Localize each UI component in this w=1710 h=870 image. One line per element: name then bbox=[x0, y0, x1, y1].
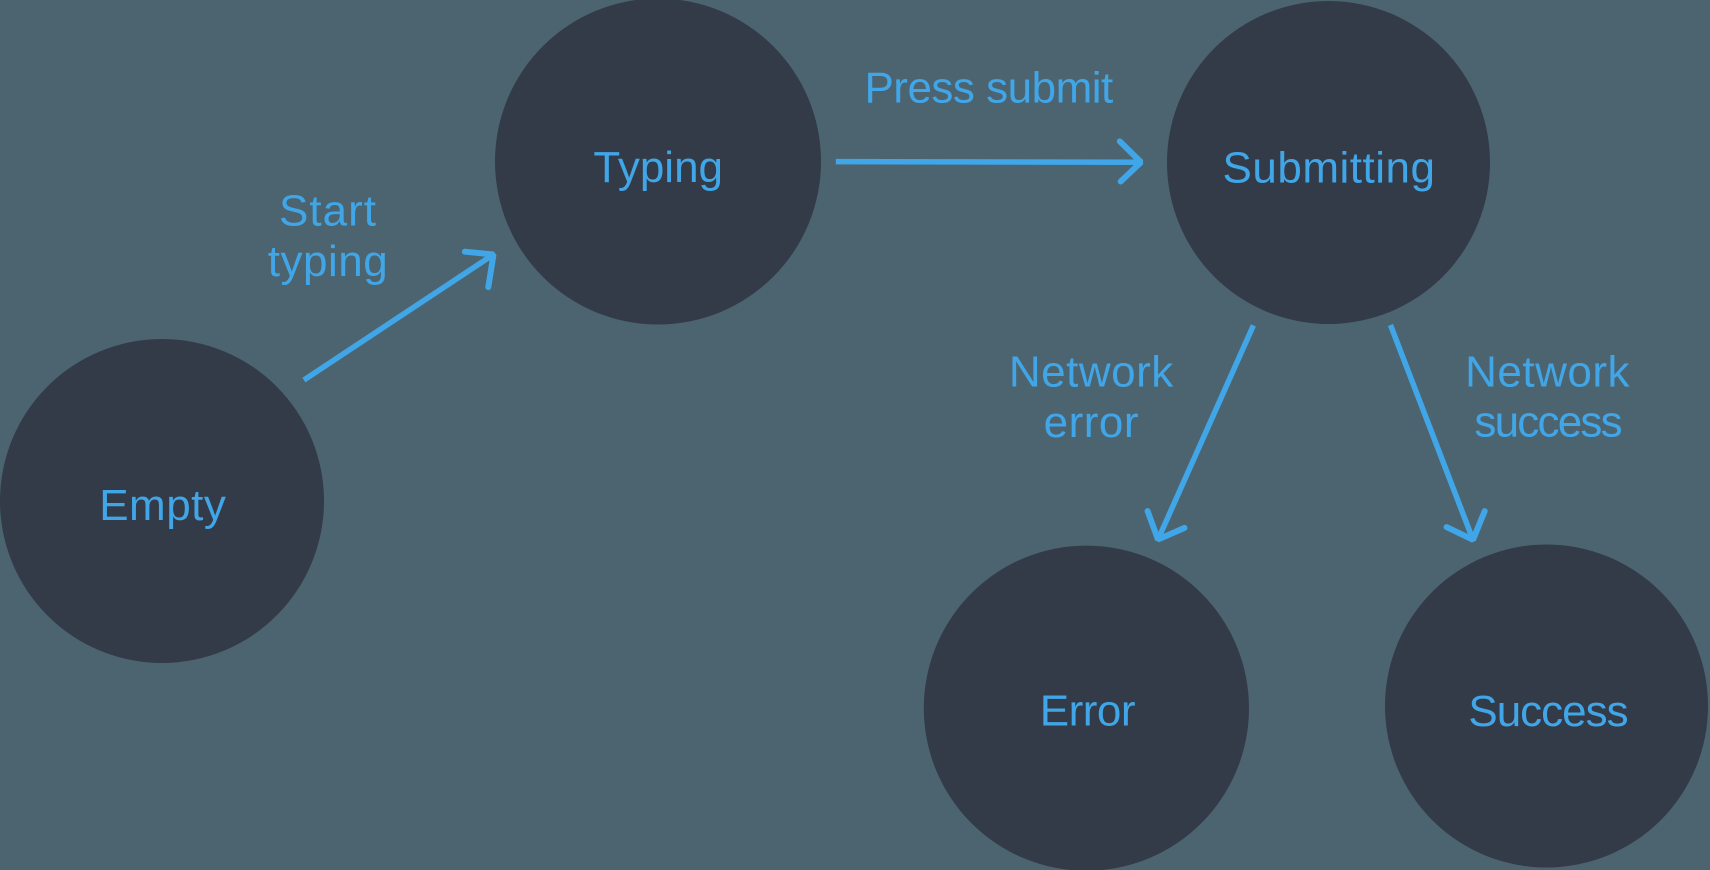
svg-text:Press submit: Press submit bbox=[864, 64, 1113, 113]
svg-text:Typing: Typing bbox=[593, 143, 723, 192]
svg-text:typing: typing bbox=[268, 237, 388, 286]
svg-text:Start: Start bbox=[279, 187, 377, 236]
svg-text:Network: Network bbox=[1465, 348, 1630, 397]
svg-text:Success: Success bbox=[1468, 687, 1627, 736]
svg-text:Submitting: Submitting bbox=[1223, 144, 1436, 193]
svg-text:Empty: Empty bbox=[99, 481, 226, 530]
svg-text:Network: Network bbox=[1009, 348, 1174, 397]
svg-text:error: error bbox=[1044, 398, 1139, 447]
svg-text:success: success bbox=[1474, 398, 1621, 447]
svg-text:Error: Error bbox=[1040, 687, 1135, 736]
